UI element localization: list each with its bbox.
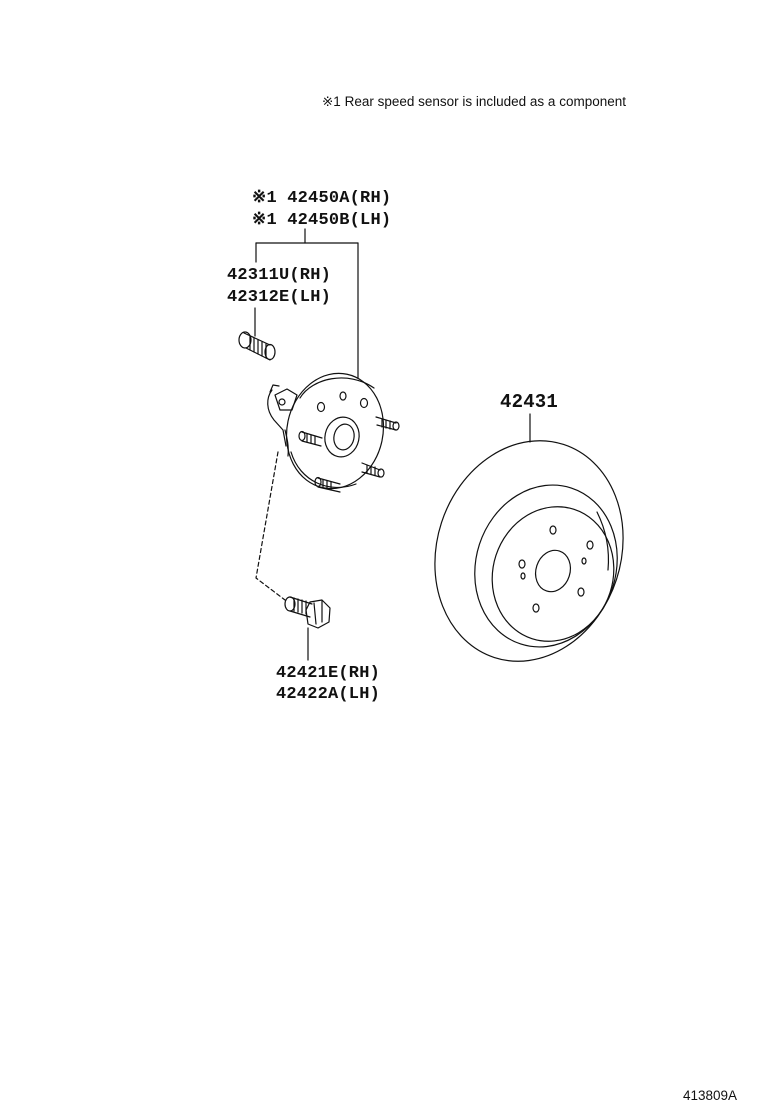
part-number-hub-bolt-rh[interactable]: 42311U(RH) (227, 266, 332, 285)
component-note: ※1 Rear speed sensor is included as a co… (322, 94, 626, 109)
leader-lines (254, 228, 531, 661)
mount-bolt-icon (284, 596, 331, 629)
part-number-hub-assembly-rh[interactable]: ※1 42450A(RH) (252, 189, 392, 208)
part-number-hub-bolt-lh[interactable]: 42312E(LH) (227, 288, 332, 307)
hub-bolt-icon (238, 331, 276, 361)
part-number-hub-assembly-lh[interactable]: ※1 42450B(LH) (252, 211, 392, 230)
diagram-id: 413809A (683, 1088, 738, 1103)
part-number-disc[interactable]: 42431 (500, 391, 559, 413)
part-number-mount-bolt-rh[interactable]: 42421E(RH) (276, 664, 381, 683)
leader-sensor-dashed (255, 451, 286, 601)
hub-bearing-assembly-icon (267, 372, 400, 493)
brake-disc-icon (434, 440, 624, 662)
part-number-mount-bolt-lh[interactable]: 42422A(LH) (276, 685, 381, 704)
